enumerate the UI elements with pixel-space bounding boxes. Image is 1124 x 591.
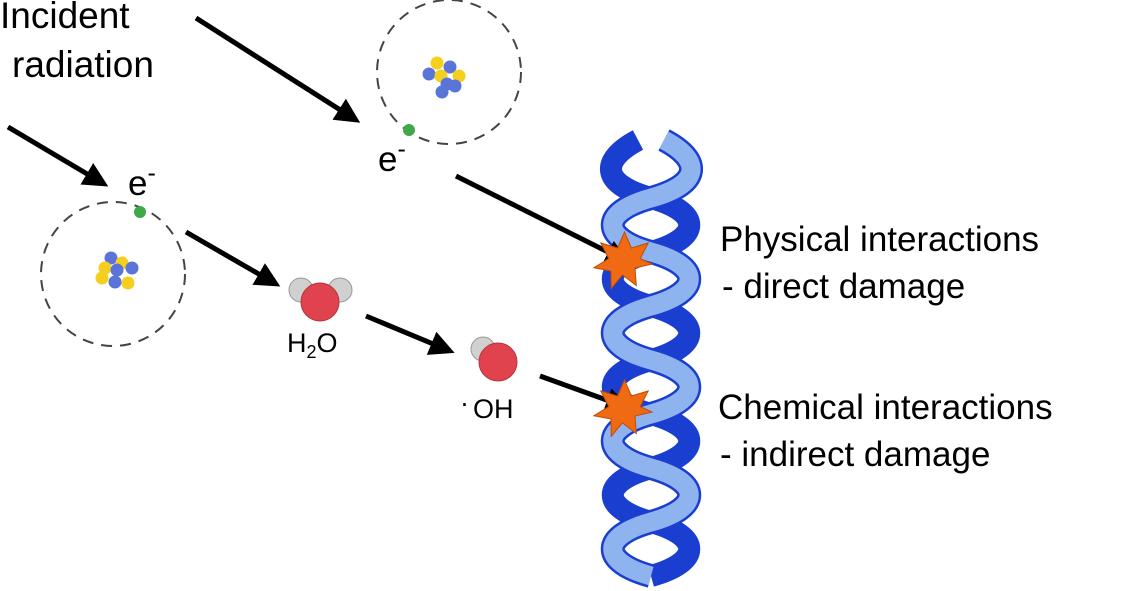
- nucleus: [422, 56, 466, 99]
- proton: [95, 271, 109, 285]
- arrow-icon: [194, 15, 361, 123]
- electron-charge-right: -: [397, 135, 405, 163]
- arrow-icon: [6, 124, 109, 187]
- electron-dot-icon: [403, 124, 415, 136]
- water-molecule-icon: [288, 277, 353, 322]
- dna-helix-icon: [600, 129, 703, 588]
- chemical-interactions-label: Chemical interactions: [718, 388, 1053, 427]
- damage-star-icon: [592, 378, 654, 438]
- physical-interactions-label: Physical interactions: [720, 220, 1039, 259]
- proton: [121, 276, 135, 290]
- electron-orbit: [40, 201, 186, 347]
- neutron: [104, 251, 118, 265]
- neutron: [443, 60, 457, 74]
- atom-icon: [376, 0, 522, 145]
- arrows: [6, 15, 631, 412]
- electron-orbit: [376, 0, 522, 145]
- dna-strand-light: [603, 131, 701, 586]
- neutron: [435, 85, 449, 99]
- neutron: [125, 261, 139, 275]
- damage-star-icon: [592, 230, 654, 290]
- hydroxyl-label: ·OH: [460, 388, 514, 424]
- incident-radiation-label-line2: radiation: [12, 44, 154, 85]
- electron-dot-icon: [134, 206, 146, 218]
- arrow-icon: [365, 313, 455, 355]
- water-label: H2O: [287, 328, 338, 362]
- proton: [98, 261, 112, 275]
- atom-icon: [40, 201, 186, 347]
- neutron: [422, 67, 436, 81]
- incident-radiation-label-line1: Incident: [0, 0, 130, 36]
- arrow-icon: [184, 229, 281, 287]
- electron-charge-left: -: [147, 159, 155, 187]
- arrow-icon: [454, 173, 631, 264]
- direct-damage-label: - direct damage: [722, 267, 965, 306]
- indirect-damage-label: - indirect damage: [720, 435, 990, 474]
- neutron: [108, 275, 122, 289]
- nucleus: [95, 251, 139, 290]
- oxygen-atom: [300, 282, 340, 322]
- neutron: [448, 79, 462, 93]
- electron-label-right: e-: [378, 135, 406, 179]
- oxygen-atom: [478, 342, 518, 382]
- electron-label-left: e-: [128, 159, 156, 203]
- proton: [430, 56, 444, 70]
- hydroxyl-radical-icon: [470, 336, 518, 382]
- proton: [452, 69, 466, 83]
- neutron: [110, 263, 124, 277]
